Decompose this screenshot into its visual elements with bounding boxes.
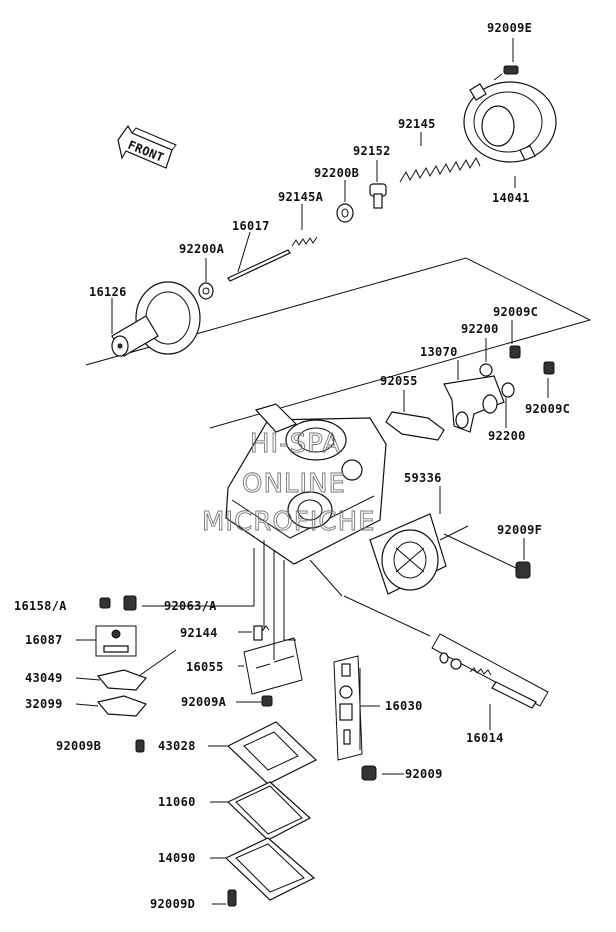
upper-assembly-outline [85,257,592,429]
screw-part [443,533,531,579]
part-label: 11060 [158,795,196,809]
part-label: 92200A [179,242,225,256]
screw-part [493,65,519,81]
gasket-part [385,411,445,441]
part-label: 92009B [56,739,101,753]
watermark-line-2: ONLINE [242,469,346,499]
diaphragm-body-part [111,281,201,357]
washer-part [198,282,214,300]
small-parts [95,595,377,907]
part-label: 92009 [405,767,443,781]
screw-part [543,361,555,375]
washer-part [501,382,515,398]
part-label: 92152 [353,144,391,158]
part-label: 16017 [232,219,270,233]
part-label: 92009E [487,21,532,35]
part-label: 16158/A [14,599,67,613]
diaphragm-cover-part [463,81,557,163]
part-label: 32099 [25,697,63,711]
part-label: 92200 [461,322,499,336]
part-label: 92009D [150,897,195,911]
part-label: 14090 [158,851,196,865]
washer-part [336,203,354,223]
part-label: 92145 [398,117,436,131]
carburetor-body-part [225,403,387,565]
part-label: 16126 [89,285,127,299]
watermark-line-3: MICROFICHE [202,507,376,537]
watermark: HI-SPA ONLINE MICROFICHE [202,429,376,538]
fuel-pump-part [369,513,447,595]
part-label: 43049 [25,671,63,685]
part-label: 92063/A [164,599,217,613]
bracket-part [443,375,505,433]
part-label: 92009A [181,695,227,709]
part-label: 14041 [492,191,530,205]
part-label: 16014 [466,731,504,745]
adjuster-part [369,183,387,209]
part-label: 16055 [186,660,224,674]
part-label: 92055 [380,374,418,388]
jet-outline [431,633,549,707]
screw-part [509,345,521,359]
needle-part [227,249,291,282]
part-label: 92144 [180,626,218,640]
part-label: 92200B [314,166,359,180]
part-label: 92200 [488,429,526,443]
part-label: 43028 [158,739,196,753]
small-spring-part [291,236,318,247]
part-label: 16087 [25,633,63,647]
part-label: 59336 [404,471,442,485]
part-label: 92009F [497,523,542,537]
washer-part [479,363,493,377]
part-label: 92145A [278,190,324,204]
part-label: 92009C [525,402,570,416]
watermark-line-1: HI-SPA [250,429,341,459]
part-labels: 92009E 92145 92152 92200B 92145A 16017 9… [14,21,570,911]
leader-lines [75,38,549,905]
spring-part [399,156,481,183]
part-label: 92009C [493,305,538,319]
part-label: 16030 [385,699,423,713]
front-arrow-icon: FRONT [117,124,177,169]
part-label: 13070 [420,345,458,359]
